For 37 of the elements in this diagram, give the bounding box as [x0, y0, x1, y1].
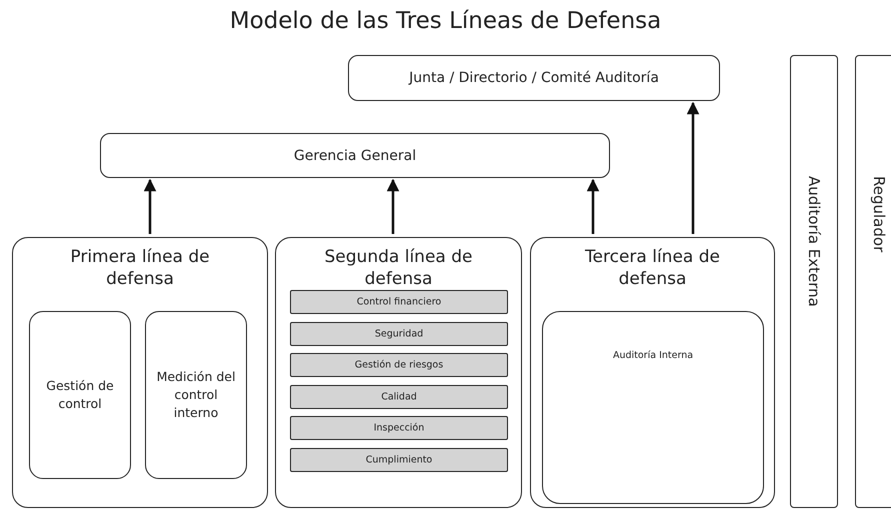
function-bar: [290, 384, 508, 408]
governance-box: [100, 133, 610, 178]
box-label: Gerencia General: [292, 148, 418, 164]
box-label: Control financiero: [356, 296, 442, 308]
panel-heading: Segunda línea de defensa: [324, 246, 474, 290]
defense-line-panel: [12, 237, 268, 508]
panel-heading: Primera línea de defensa: [69, 246, 211, 290]
function-box: [145, 311, 247, 479]
function-box: [542, 311, 764, 504]
diagram-title: Modelo de las Tres Líneas de Defensa: [228, 8, 662, 34]
governance-box: [348, 55, 720, 101]
function-bar: [290, 353, 508, 377]
box-label: Gestión de riesgos: [354, 360, 444, 370]
box-label: Auditoría Externa: [805, 176, 823, 307]
defense-line-panel: [275, 237, 522, 508]
box-label: Calidad: [380, 391, 418, 402]
defense-line-panel: [530, 237, 775, 508]
function-bar: [290, 416, 508, 440]
box-label: Junta / Directorio / Comité Auditoría: [407, 70, 660, 86]
box-label: Regulador: [870, 176, 888, 252]
panel-heading: Tercera línea de defensa: [584, 246, 721, 290]
arrow: [144, 178, 156, 234]
box-label: Gestión de control: [45, 376, 115, 413]
arrow: [686, 102, 700, 234]
arrow: [586, 178, 600, 234]
arrow: [386, 178, 400, 234]
function-bar: [290, 322, 508, 346]
external-party-box: [855, 55, 891, 508]
box-label: Auditoría Interna: [612, 350, 694, 361]
external-party-box: [790, 55, 838, 508]
function-bar: [290, 290, 508, 314]
box-label: Inspección: [372, 422, 426, 434]
function-box: [29, 311, 131, 479]
box-label: Seguridad: [374, 328, 424, 339]
function-bar: [290, 448, 508, 472]
box-label: Medición del control interno: [156, 368, 236, 422]
box-label: Cumplimiento: [364, 454, 434, 465]
